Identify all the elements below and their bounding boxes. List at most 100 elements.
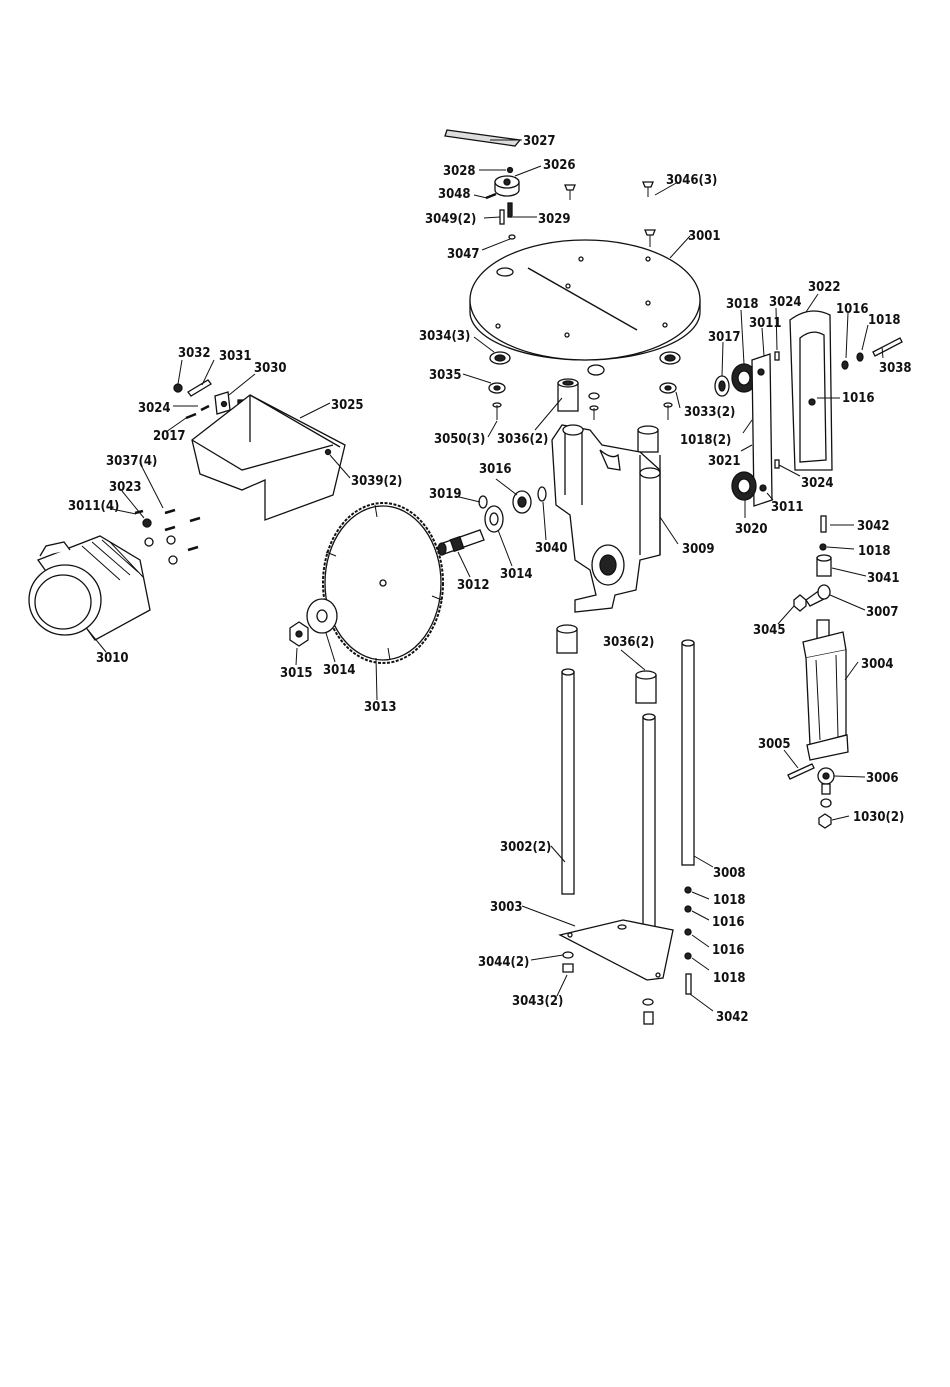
label-3044: 3044(2) bbox=[478, 955, 529, 970]
label-3009: 3009 bbox=[682, 542, 715, 557]
screw-table-right bbox=[644, 229, 656, 247]
label-1016-mid: 1016 bbox=[842, 391, 875, 406]
label-3025: 3025 bbox=[331, 398, 364, 413]
part-3006-clevis bbox=[817, 767, 835, 808]
part-3008-column-right bbox=[681, 639, 695, 866]
label-3031: 3031 bbox=[219, 349, 252, 364]
part-3038-bolt bbox=[872, 337, 903, 357]
part-3048-screw bbox=[485, 192, 497, 200]
part-3036-bushing-bottom-right bbox=[635, 670, 657, 704]
label-3028: 3028 bbox=[443, 164, 476, 179]
label-3010: 3010 bbox=[96, 651, 129, 666]
part-3010-motor bbox=[28, 535, 151, 641]
part-1016-washer-right bbox=[841, 360, 849, 370]
label-3029: 3029 bbox=[538, 212, 571, 227]
bottom-washer-bolt bbox=[642, 998, 654, 1025]
label-3014-shaft: 3014 bbox=[500, 567, 533, 582]
part-3007-rod-end bbox=[805, 584, 831, 607]
label-3024-top: 3024 bbox=[769, 295, 802, 310]
label-3002: 3002(2) bbox=[500, 840, 551, 855]
part-labels: 3027 3028 3026 3048 3046(3) 3049(2) 3029… bbox=[68, 134, 912, 1025]
part-3027-flat-bar bbox=[444, 129, 522, 147]
part-3024-pin-bottom bbox=[774, 459, 780, 469]
part-3015-nut bbox=[289, 621, 309, 647]
part-3002-column-mid bbox=[642, 713, 656, 940]
label-1018-base2: 1018 bbox=[713, 971, 746, 986]
part-3028-ball bbox=[506, 166, 514, 174]
label-3005: 3005 bbox=[758, 737, 791, 752]
label-3017: 3017 bbox=[708, 330, 741, 345]
part-3014-flange bbox=[306, 598, 338, 634]
part-3016-bearing bbox=[512, 490, 532, 514]
label-3003: 3003 bbox=[490, 900, 523, 915]
label-3024-left: 3024 bbox=[138, 401, 171, 416]
leader-lines bbox=[87, 139, 884, 1012]
part-3022-belt-guard bbox=[789, 310, 833, 471]
label-3018: 3018 bbox=[726, 297, 759, 312]
part-3025-guard bbox=[191, 394, 346, 521]
label-3012: 3012 bbox=[457, 578, 490, 593]
label-3049: 3049(2) bbox=[425, 212, 476, 227]
part-3012-shaft bbox=[437, 529, 485, 556]
label-1018-top: 1018 bbox=[868, 313, 901, 328]
label-3038: 3038 bbox=[879, 361, 912, 376]
label-3011-bottom: 3011 bbox=[771, 500, 804, 515]
part-3034-bearing-right bbox=[659, 351, 681, 365]
label-2017: 2017 bbox=[153, 429, 186, 444]
part-3003-base-plate bbox=[558, 919, 674, 981]
label-3032: 3032 bbox=[178, 346, 211, 361]
label-3039: 3039(2) bbox=[351, 474, 402, 489]
label-3050: 3050(3) bbox=[434, 432, 485, 447]
label-3043: 3043(2) bbox=[512, 994, 563, 1009]
part-3020-pulley-bottom bbox=[731, 471, 757, 501]
label-3008: 3008 bbox=[713, 866, 746, 881]
label-3011-top: 3011 bbox=[749, 316, 782, 331]
part-2017-screw bbox=[185, 404, 210, 420]
label-3006: 3006 bbox=[866, 771, 899, 786]
label-3037: 3037(4) bbox=[106, 454, 157, 469]
part-3044-washer bbox=[562, 951, 574, 959]
part-3036-bushing-bottom-left bbox=[556, 624, 578, 654]
part-3047-washer bbox=[508, 234, 516, 240]
part-3034-bearing-mid bbox=[587, 364, 605, 376]
part-3001-table-disc bbox=[469, 239, 701, 361]
part-3043-bolt bbox=[562, 963, 574, 973]
label-1016-base1: 1016 bbox=[712, 915, 745, 930]
label-3020: 3020 bbox=[735, 522, 768, 537]
label-3034: 3034(3) bbox=[419, 329, 470, 344]
part-3032-washer bbox=[173, 383, 183, 393]
part-3036-bushing-top-right bbox=[637, 425, 659, 453]
part-3042-bolt-bottom bbox=[685, 973, 692, 995]
label-3007: 3007 bbox=[866, 605, 899, 620]
part-1018-washer-cyl bbox=[819, 543, 827, 551]
part-3041-block bbox=[816, 554, 832, 577]
part-3046-screw bbox=[642, 181, 654, 197]
label-3023: 3023 bbox=[109, 480, 142, 495]
part-3009-frame bbox=[551, 424, 661, 613]
label-3015: 3015 bbox=[280, 666, 313, 681]
part-3017-bearing bbox=[714, 375, 730, 397]
label-1018-2: 1018(2) bbox=[680, 433, 731, 448]
part-1030-nut bbox=[818, 813, 832, 829]
part-3033-nut-right bbox=[659, 382, 677, 394]
part-3050-bolt-right bbox=[663, 402, 673, 420]
washers-stack-right bbox=[684, 886, 692, 960]
part-3002-column-left bbox=[561, 668, 575, 895]
label-3036-bottom: 3036(2) bbox=[603, 635, 654, 650]
part-3050-bolt-left bbox=[492, 402, 502, 420]
label-3014-blade: 3014 bbox=[323, 663, 356, 678]
part-3049-pin bbox=[499, 209, 505, 225]
part-3018-pulley-top bbox=[731, 363, 757, 393]
label-3042-bottom: 3042 bbox=[716, 1010, 749, 1025]
label-1016-top: 1016 bbox=[836, 302, 869, 317]
label-3045: 3045 bbox=[753, 623, 786, 638]
part-3034-bearing-left bbox=[489, 351, 511, 365]
label-3004: 3004 bbox=[861, 657, 894, 672]
label-3035: 3035 bbox=[429, 368, 462, 383]
label-3030: 3030 bbox=[254, 361, 287, 376]
label-3019: 3019 bbox=[429, 487, 462, 502]
label-3024-bottom: 3024 bbox=[801, 476, 834, 491]
part-3030-bracket bbox=[214, 391, 231, 415]
label-3021: 3021 bbox=[708, 454, 741, 469]
